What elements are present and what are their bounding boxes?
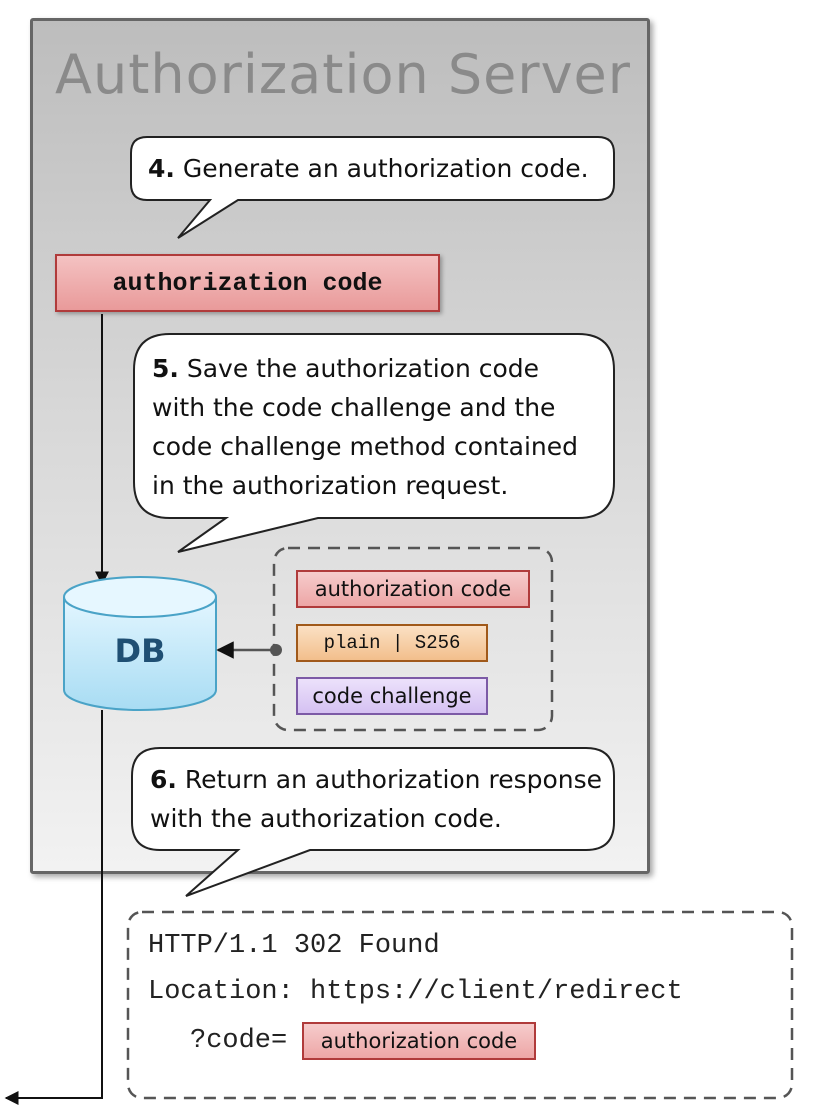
speech-bubble-step4 xyxy=(130,136,615,239)
authorization-code-box: authorization code xyxy=(55,254,440,312)
response-authorization-code-tag: authorization code xyxy=(302,1022,536,1060)
step6-line1: Return an authorization response xyxy=(176,765,603,794)
server-title: Authorization Server xyxy=(55,43,631,106)
step4-label: Generate an authorization code. xyxy=(174,154,589,183)
step6-number: 6. xyxy=(150,765,177,794)
step5-number: 5. xyxy=(152,354,179,383)
http-status-line: HTTP/1.1 302 Found xyxy=(148,931,440,961)
stored-authorization-code-tag: authorization code xyxy=(296,570,530,608)
connector-dot xyxy=(270,644,282,656)
step6-line2: with the authorization code. xyxy=(150,804,502,833)
speech-bubble-step6 xyxy=(131,747,615,897)
step5-line1: Save the authorization code xyxy=(178,354,540,383)
speech-bubble-step5 xyxy=(133,333,615,553)
step5-text: 5. Save the authorization code with the … xyxy=(152,349,578,505)
http-code-param: ?code= xyxy=(190,1026,288,1056)
step4-text: 4. Generate an authorization code. xyxy=(148,149,589,188)
db-cylinder xyxy=(63,576,217,711)
arrow-db-to-client xyxy=(4,710,103,1105)
db-label: DB xyxy=(114,632,166,670)
step5-line3: code challenge method contained xyxy=(152,432,579,461)
step4-number: 4. xyxy=(148,154,175,183)
stored-data-container xyxy=(272,546,554,732)
step5-line2: with the code challenge and the xyxy=(152,393,556,422)
stored-code-challenge-tag: code challenge xyxy=(296,677,488,715)
http-location-line: Location: https://client/redirect xyxy=(148,977,683,1007)
stored-method-tag: plain | S256 xyxy=(296,624,488,662)
step6-text: 6. Return an authorization response with… xyxy=(150,760,602,838)
http-response-box xyxy=(126,910,794,1100)
step5-line4: in the authorization request. xyxy=(152,471,509,500)
